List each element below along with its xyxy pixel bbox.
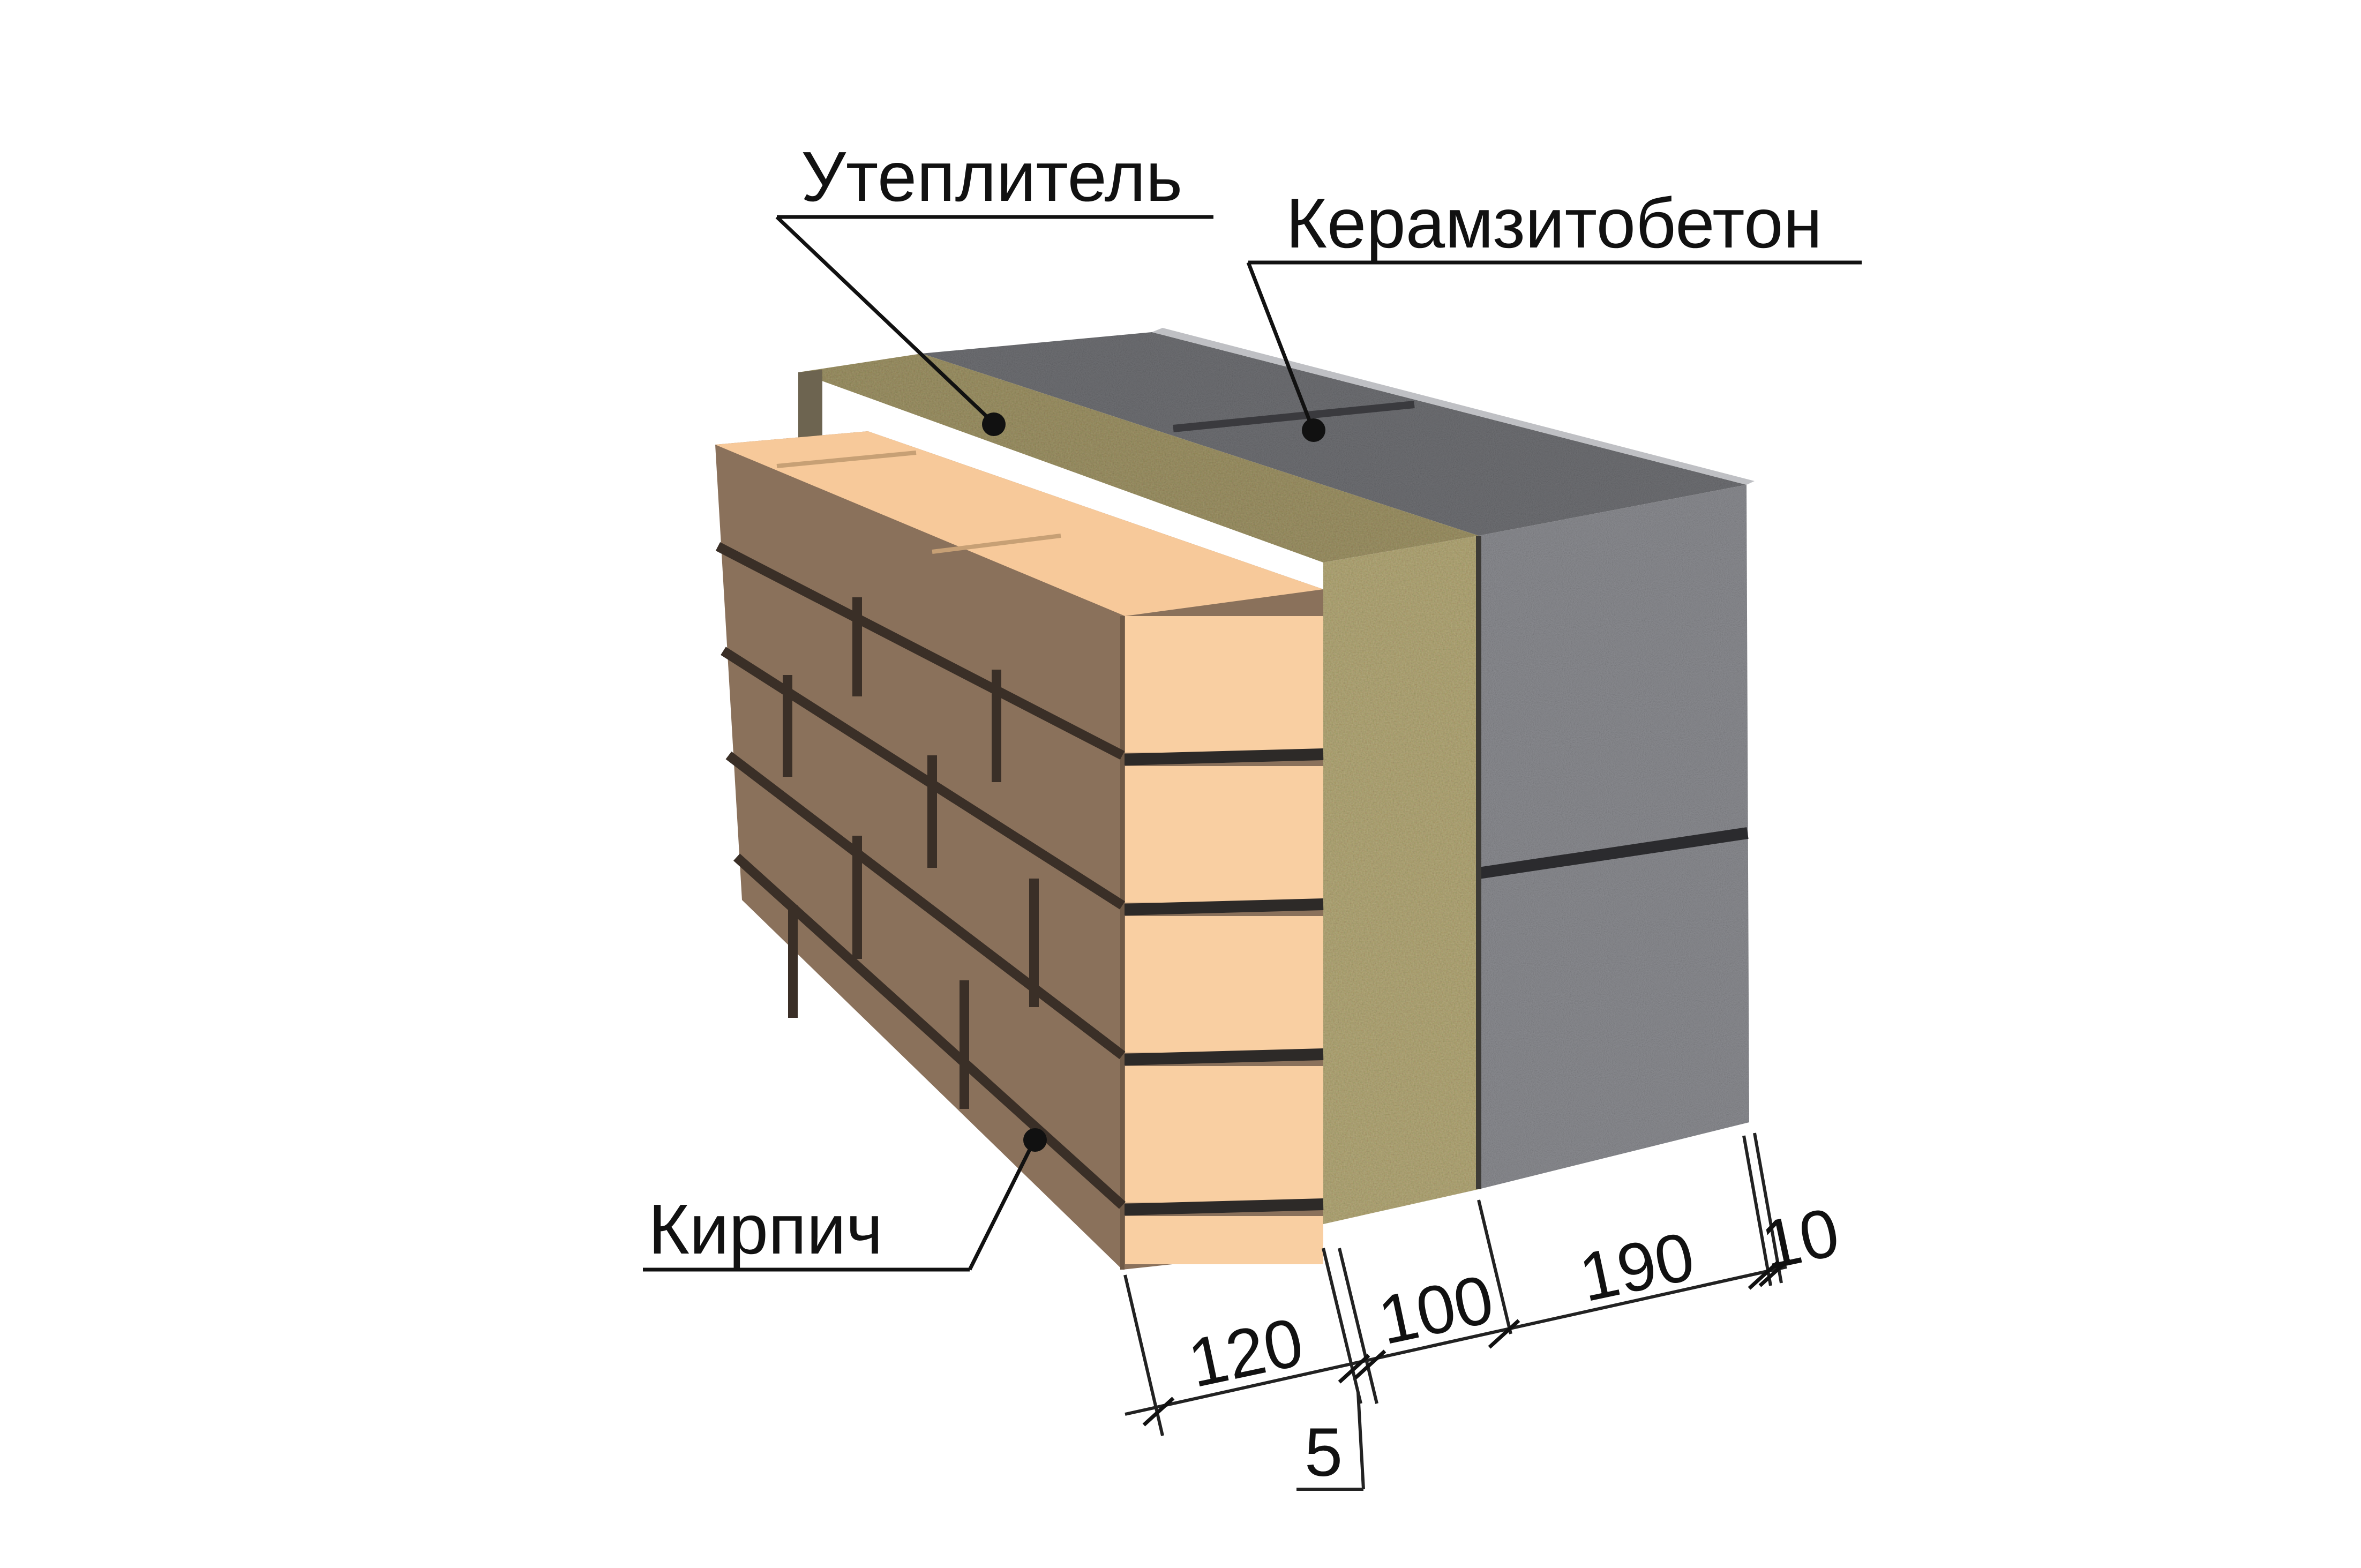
extension-line [1753, 1132, 1783, 1284]
brick-end [1125, 916, 1323, 1053]
mortar-joint [1122, 1198, 1324, 1216]
mortar-joint [1122, 898, 1324, 916]
dimension-tick [1748, 1260, 1780, 1290]
insulation-top [798, 354, 1479, 562]
concrete-block-layer [921, 328, 1755, 1189]
concrete-front [1479, 485, 1749, 1189]
dimension-tick [1758, 1257, 1791, 1287]
concrete-back-edge [1152, 328, 1755, 485]
callout-leader [968, 1140, 1036, 1271]
brick-end [1125, 1066, 1323, 1203]
brick-end [1125, 766, 1323, 903]
insulation-front [1323, 536, 1479, 1224]
extension-line [1742, 1135, 1772, 1286]
dimension-gap: 5 [1305, 1414, 1343, 1491]
callout-brick: Кирпич [643, 1128, 1047, 1272]
brick-top-row [715, 431, 1323, 616]
dimension-insulation: 100 [1372, 1261, 1500, 1359]
concrete-block-joint-horizontal [1478, 827, 1749, 879]
dimension-block: 190 [1573, 1218, 1701, 1316]
callout-label-clay-concrete: Керамзитобетон [1286, 184, 1822, 262]
mortar-joint [1122, 1048, 1324, 1066]
brick-end [1125, 1216, 1323, 1264]
extension-line [1338, 1248, 1378, 1404]
brick-front-face [1120, 616, 1324, 1270]
insulation-layer [798, 354, 1481, 1224]
concrete-block-joint-top [1173, 401, 1415, 432]
dimension-tick [1354, 1349, 1386, 1379]
brick-top-joint [932, 534, 1061, 554]
gap-leader [1356, 1392, 1365, 1490]
dimension-brick: 120 [1182, 1303, 1310, 1402]
brick-top-joint [776, 451, 917, 468]
dimension-plaster: 10 [1755, 1194, 1846, 1284]
dimension-tick [1488, 1319, 1520, 1349]
brick-end [1125, 616, 1323, 753]
callout-leader [1246, 261, 1315, 430]
dimension-line-main [1125, 1265, 1787, 1416]
callout-dot [1302, 418, 1325, 442]
extension-line [1322, 1248, 1362, 1404]
brick-layer [715, 431, 1324, 1270]
concrete-top [921, 332, 1747, 536]
mortar-joint [1122, 748, 1324, 766]
callout-dot [1023, 1128, 1047, 1152]
callout-label-brick: Кирпич [648, 1190, 883, 1269]
dimension-tick [1142, 1397, 1175, 1427]
callout-insulation: Утеплитель [775, 137, 1213, 436]
callout-label-insulation: Утеплитель [801, 137, 1182, 216]
extension-line [1477, 1199, 1512, 1334]
brick-side-joints [715, 542, 1126, 1209]
callout-dot [982, 412, 1006, 436]
callout-leader [775, 215, 995, 425]
dimension-tick [1338, 1354, 1370, 1384]
callout-clay-concrete: Керамзитобетон [1246, 184, 1862, 442]
